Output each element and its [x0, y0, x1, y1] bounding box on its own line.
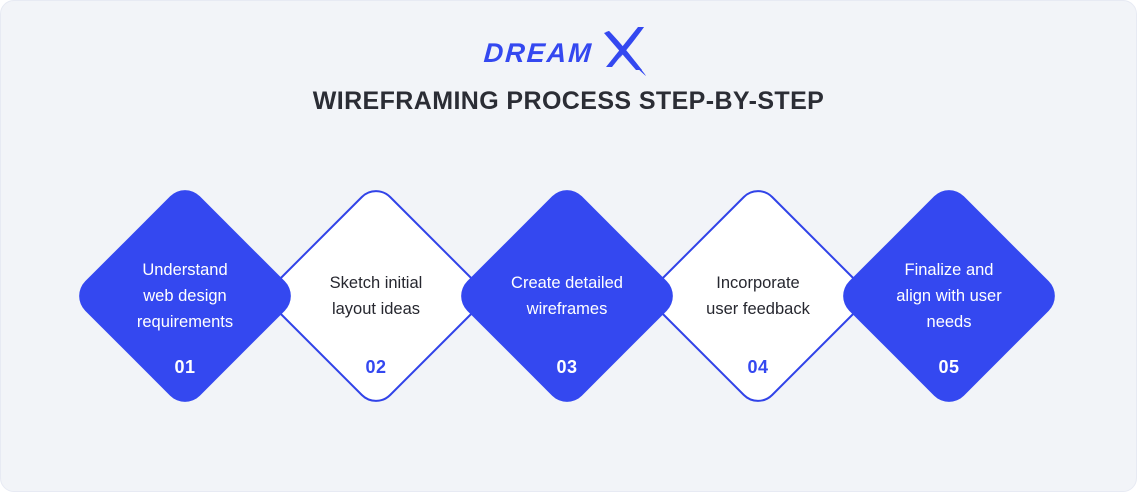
step-number: 03 — [556, 357, 578, 377]
step-label: Finalize and align with user needs — [896, 261, 1002, 331]
brand-logo-x-icon — [604, 27, 646, 76]
step-diamond-2: Sketch initial layout ideas 02 — [261, 181, 491, 411]
step-number: 05 — [938, 357, 960, 377]
infographic-title: WIREFRAMING PROCESS STEP-BY-STEP — [312, 87, 825, 115]
step-label: Sketch initial layout ideas — [329, 274, 423, 318]
step-label: Understand web design requirements — [136, 261, 234, 331]
step-label: Create detailed wireframes — [511, 274, 623, 318]
brand-logo: DREAM — [1, 23, 1136, 77]
step-label: Incorporate user feedback — [706, 274, 810, 318]
step-number: 04 — [747, 357, 769, 377]
step-number: 02 — [365, 357, 387, 377]
step-diamond-4: Incorporate user feedback 04 — [643, 181, 873, 411]
step-diamond-1: Understand web design requirements 01 — [70, 181, 300, 411]
step-diamond-3: Create detailed wireframes 03 — [452, 181, 682, 411]
step-diamond-5: Finalize and align with user needs 05 — [834, 181, 1064, 411]
step-number: 01 — [174, 357, 196, 377]
